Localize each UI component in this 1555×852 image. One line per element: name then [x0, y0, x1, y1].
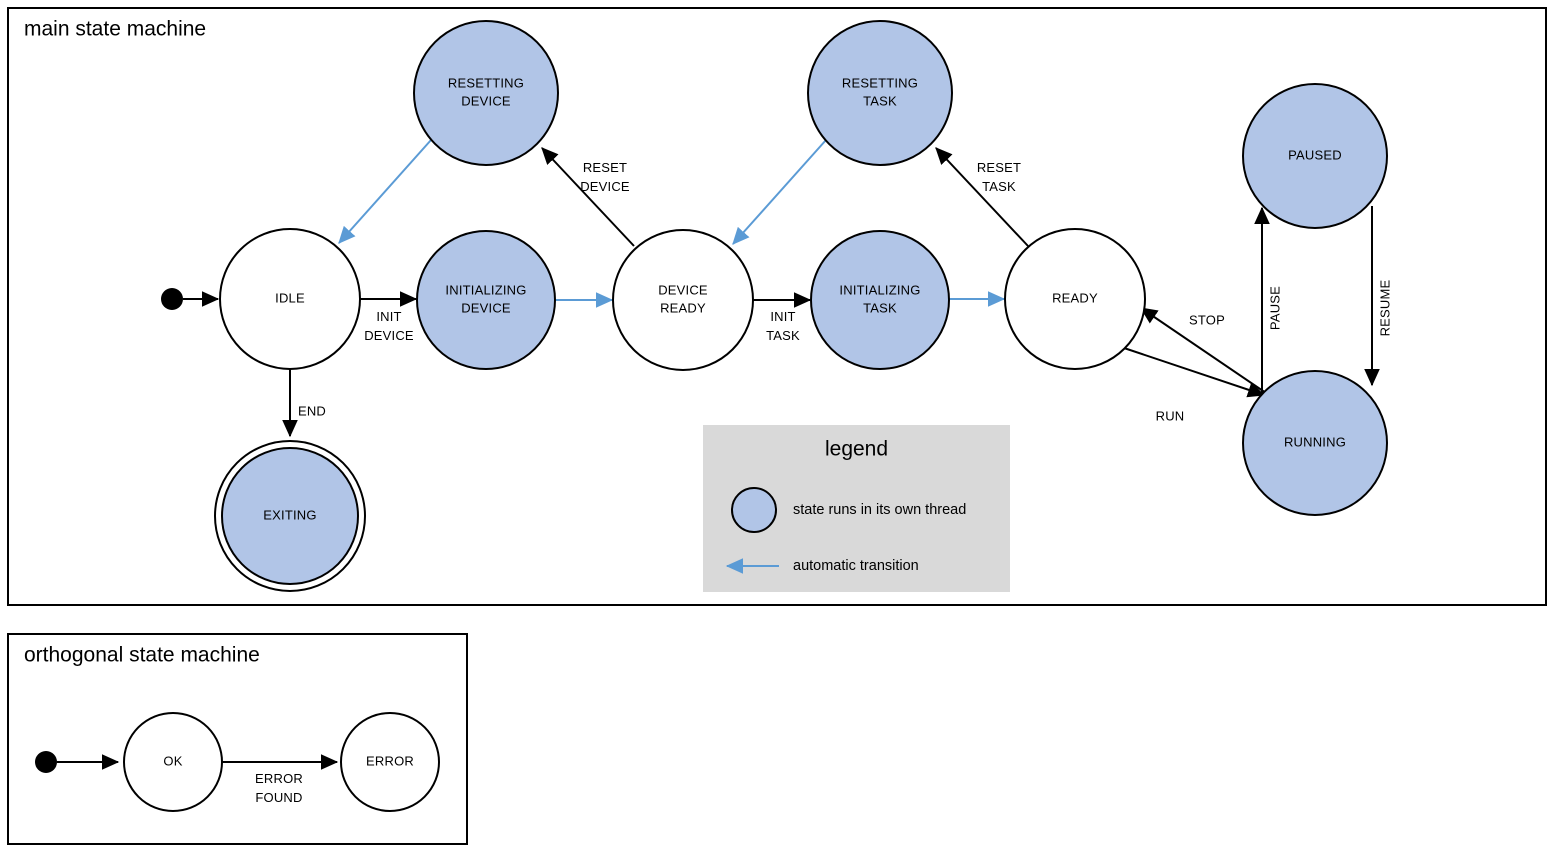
state-label-running: RUNNING	[1284, 434, 1346, 449]
state-label-device-ready: READY	[660, 300, 706, 315]
state-exiting[interactable]: EXITING	[214, 440, 366, 592]
transition-label-text: RUN	[1156, 408, 1185, 423]
state-label-resetting-task: RESETTING	[842, 75, 918, 90]
state-label-initializing-device: INITIALIZING	[445, 282, 526, 297]
transition-label-text: RESUME	[1377, 279, 1392, 336]
state-circle-idle[interactable]	[219, 228, 361, 370]
transition-label-text: RESET	[583, 160, 627, 175]
state-circle-initializing-device[interactable]	[416, 230, 556, 370]
legend-item-thread-state: state runs in its own thread	[731, 487, 966, 533]
state-circle-ready[interactable]	[1004, 228, 1146, 370]
initial-state-orth	[35, 751, 57, 773]
transition-label-text: INIT	[376, 309, 401, 324]
transition-label-text: DEVICE	[580, 179, 630, 194]
frame-title-main: main state machine	[24, 18, 206, 41]
transition-label-paused-to-running: RESUME	[1377, 279, 1392, 336]
state-label-resetting-device: DEVICE	[461, 93, 511, 108]
transition-label-text: FOUND	[255, 790, 302, 805]
legend-automatic-transition-text: automatic transition	[793, 558, 919, 574]
transition-reset-task-to-ready	[732, 139, 827, 245]
state-circle-paused[interactable]	[1242, 83, 1388, 229]
state-resetting-device[interactable]: RESETTING DEVICE	[413, 20, 559, 166]
legend-layer: legend state runs in its own thread automa…	[703, 425, 1010, 592]
legend-item-auto-transition: automatic transition	[725, 558, 919, 574]
transition-ready-to-running	[1123, 347, 1266, 398]
transition-label-text: END	[298, 403, 326, 418]
state-label-resetting-task: TASK	[863, 93, 897, 108]
legend-thread-state-text: state runs in its own thread	[793, 502, 966, 518]
state-label-resetting-device: RESETTING	[448, 75, 524, 90]
legend-title: legend	[825, 438, 888, 461]
initial-state-main	[161, 288, 183, 310]
transition-reset-device-to-idle	[338, 139, 432, 244]
transition-label-text: DEVICE	[364, 328, 414, 343]
state-initializing-task[interactable]: INITIALIZING TASK	[810, 230, 950, 370]
state-device-ready[interactable]: DEVICE READY	[612, 229, 754, 371]
state-circle-initializing-task[interactable]	[810, 230, 950, 370]
transition-device-ready-to-reset	[541, 147, 635, 247]
transition-label-ready-to-reset-task: RESET TASK	[977, 160, 1021, 194]
state-circle-resetting-device[interactable]	[413, 20, 559, 166]
transition-label-text: TASK	[766, 328, 800, 343]
state-circle-error[interactable]	[340, 712, 440, 812]
state-error[interactable]: ERROR	[340, 712, 440, 812]
state-running[interactable]: RUNNING	[1242, 370, 1388, 516]
transition-label-text: STOP	[1189, 312, 1225, 327]
transitions-layer	[57, 139, 1380, 770]
frame-title-orthogonal: orthogonal state machine	[24, 644, 260, 667]
state-circle-running[interactable]	[1242, 370, 1388, 516]
state-label-initializing-task: TASK	[863, 300, 897, 315]
transition-label-idle-to-exiting: END	[298, 403, 326, 418]
transition-label-text: RESET	[977, 160, 1021, 175]
transition-label-text: INIT	[770, 309, 795, 324]
state-label-ok: OK	[163, 753, 182, 768]
transition-running-to-ready	[1140, 307, 1267, 394]
legend: legend state runs in its own thread automa…	[703, 425, 1010, 592]
state-circle-resetting-task[interactable]	[807, 20, 953, 166]
states-layer: IDLERESETTINGDEVICEINITIALIZINGDEVICEDEV…	[35, 20, 1388, 812]
state-label-error: ERROR	[366, 753, 414, 768]
transition-label-running-to-ready: STOP	[1189, 312, 1225, 327]
transition-label-text: ERROR	[255, 771, 303, 786]
state-label-exiting: EXITING	[263, 507, 316, 522]
state-ready[interactable]: READY	[1004, 228, 1146, 370]
state-ok[interactable]: OK	[123, 712, 223, 812]
state-idle[interactable]: IDLE	[219, 228, 361, 370]
state-label-ready: READY	[1052, 290, 1098, 305]
initial-state-dot-orth	[35, 751, 57, 773]
transition-label-text: TASK	[982, 179, 1016, 194]
state-resetting-task[interactable]: RESETTING TASK	[807, 20, 953, 166]
state-circle-ok[interactable]	[123, 712, 223, 812]
transition-label-running-to-paused: PAUSE	[1267, 286, 1282, 330]
state-label-initializing-device: DEVICE	[461, 300, 511, 315]
transition-label-ready-to-running: RUN	[1156, 408, 1185, 423]
transition-ready-to-reset-task	[935, 147, 1029, 247]
transition-label-ready-to-init-task: INIT TASK	[766, 309, 800, 343]
transition-labels-layer: INIT DEVICE RESET DEVICE INIT TASK RESET TASK RU…	[255, 160, 1392, 805]
state-label-initializing-task: INITIALIZING	[839, 282, 920, 297]
initial-state-dot-main	[161, 288, 183, 310]
state-label-device-ready: DEVICE	[658, 282, 708, 297]
transition-label-idle-to-init-device: INIT DEVICE	[364, 309, 414, 343]
state-label-paused: PAUSED	[1288, 147, 1342, 162]
state-initializing-device[interactable]: INITIALIZING DEVICE	[416, 230, 556, 370]
state-circle-exiting[interactable]	[221, 447, 359, 585]
state-paused[interactable]: PAUSED	[1242, 83, 1388, 229]
legend-thread-state-circle	[731, 487, 777, 533]
state-label-idle: IDLE	[275, 290, 305, 305]
transition-label-text: PAUSE	[1267, 286, 1282, 330]
state-circle-device-ready[interactable]	[612, 229, 754, 371]
transition-label-ok-to-error: ERROR FOUND	[255, 771, 303, 805]
transition-label-device-ready-to-reset: RESET DEVICE	[580, 160, 630, 194]
